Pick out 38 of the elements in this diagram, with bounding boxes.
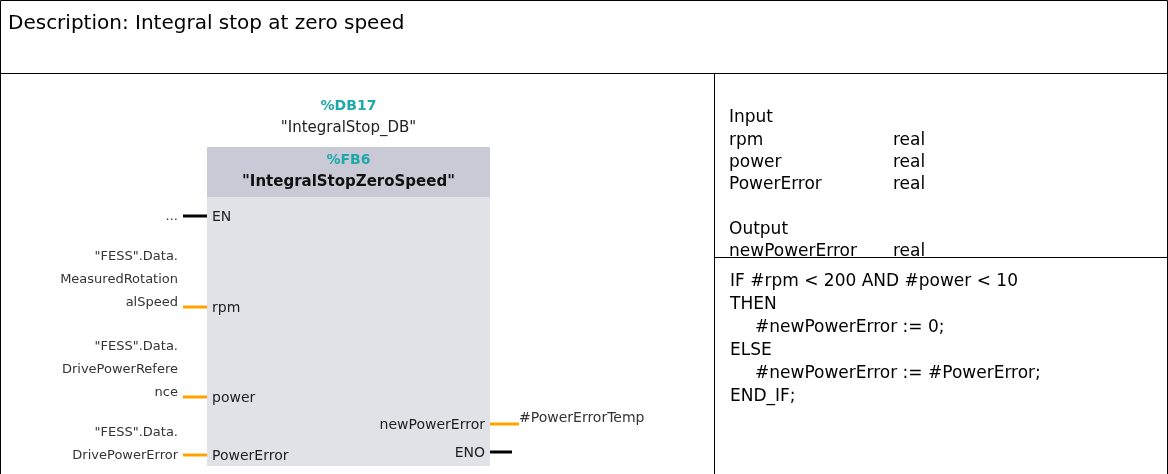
pin-label: ENO bbox=[454, 443, 490, 461]
code-line: #newPowerError := #PowerError; bbox=[755, 362, 1041, 382]
code-line: ELSE bbox=[730, 339, 772, 359]
table-text: real bbox=[893, 173, 926, 193]
instance-address: %DB17 bbox=[319, 96, 378, 115]
variable-name: "FESS".Data. DrivePowerReference bbox=[55, 334, 183, 403]
pin-label: power bbox=[207, 388, 256, 406]
connector-line bbox=[490, 422, 519, 426]
table-text: Output bbox=[729, 218, 789, 238]
instance-name: "IntegralStop_DB" bbox=[279, 117, 418, 137]
placeholder-field: ... bbox=[143, 204, 183, 227]
variable-name: #PowerErrorTemp bbox=[519, 408, 645, 426]
code-line: #newPowerError := 0; bbox=[755, 316, 945, 336]
code-line: END_IF; bbox=[730, 385, 796, 405]
connector-line bbox=[183, 305, 207, 309]
code-line: THEN bbox=[730, 293, 777, 313]
table-text: real bbox=[893, 151, 926, 171]
connector-line bbox=[183, 214, 207, 218]
pin-label: PowerError bbox=[207, 446, 289, 464]
table-text: rpm bbox=[729, 129, 764, 149]
table-text: PowerError bbox=[729, 173, 822, 193]
variable-name: "FESS".Data. DrivePowerError bbox=[55, 420, 183, 466]
pin-label: newPowerError bbox=[379, 415, 490, 433]
pin-label: EN bbox=[207, 207, 232, 225]
table-text: real bbox=[893, 240, 926, 260]
table-text: real bbox=[893, 129, 926, 149]
block-address: %FB6 bbox=[325, 150, 372, 169]
block-name: "IntegralStopZeroSpeed" bbox=[241, 171, 456, 191]
table-text: Input bbox=[729, 106, 774, 126]
table-text: power bbox=[729, 151, 782, 171]
connector-line bbox=[183, 395, 207, 399]
connector-line bbox=[183, 453, 207, 457]
connector-line bbox=[490, 450, 512, 454]
table-text: newPowerError bbox=[729, 240, 857, 260]
code-line: IF #rpm < 200 AND #power < 10 bbox=[730, 270, 1018, 290]
pin-label: rpm bbox=[207, 298, 241, 316]
table-title: Description: Integral stop at zero speed bbox=[8, 10, 405, 34]
variable-name: "FESS".Data. MeasuredRotationalSpeed bbox=[55, 244, 183, 313]
